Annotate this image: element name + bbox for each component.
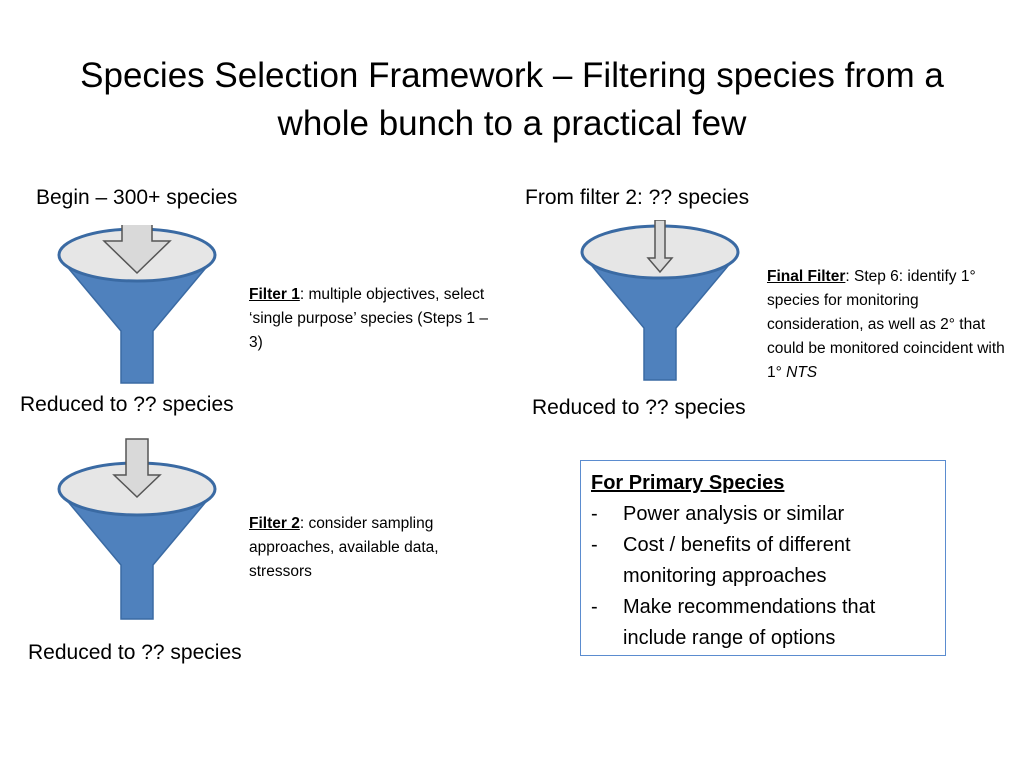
bullet-dash: - bbox=[591, 503, 598, 525]
final-filter-text: : Step 6: identify 1° species for monito… bbox=[767, 268, 1005, 381]
funnel-3-icon bbox=[580, 220, 740, 381]
primary-species-heading: For Primary Species bbox=[591, 472, 785, 494]
funnel-3-top-label: From filter 2: ?? species bbox=[525, 186, 750, 209]
filter-2-text: : consider sampling approaches, availabl… bbox=[249, 515, 439, 580]
final-filter-name: Final Filter bbox=[767, 268, 846, 285]
funnel-2-bottom-label: Reduced to ?? species bbox=[28, 641, 242, 664]
funnel-1-bottom-label: Reduced to ?? species bbox=[20, 393, 234, 416]
final-filter-note: Final Filter: Step 6: identify 1° specie… bbox=[767, 265, 1017, 385]
funnel-2-icon bbox=[57, 438, 217, 620]
down-arrow-icon bbox=[646, 220, 674, 274]
filter-1-name: Filter 1 bbox=[249, 286, 300, 303]
list-item: -Make recommendations that include range… bbox=[591, 592, 935, 654]
funnel-3-bottom-label: Reduced to ?? species bbox=[532, 396, 746, 419]
down-arrow-icon bbox=[112, 438, 162, 499]
funnel-1-icon bbox=[57, 225, 217, 384]
slide-title: Species Selection Framework – Filtering … bbox=[40, 52, 984, 148]
filter-2-name: Filter 2 bbox=[249, 515, 300, 532]
final-filter-nts: NTS bbox=[786, 364, 818, 381]
primary-species-box: For Primary Species -Power analysis or s… bbox=[580, 460, 946, 656]
bullet-dash: - bbox=[591, 534, 598, 556]
down-arrow-icon bbox=[102, 225, 172, 275]
funnel-1-top-label: Begin – 300+ species bbox=[36, 186, 238, 209]
filter-2-note: Filter 2: consider sampling approaches, … bbox=[249, 512, 499, 584]
list-item: -Power analysis or similar bbox=[591, 499, 935, 530]
bullet-dash: - bbox=[591, 596, 598, 618]
title-line-2: whole bunch to a practical few bbox=[277, 104, 747, 143]
list-item: -Cost / benefits of different monitoring… bbox=[591, 530, 935, 592]
filter-1-note: Filter 1: multiple objectives, select ‘s… bbox=[249, 283, 499, 355]
title-line-1: Species Selection Framework – Filtering … bbox=[80, 56, 944, 95]
filter-1-text: : multiple objectives, select ‘single pu… bbox=[249, 286, 488, 351]
primary-species-list: -Power analysis or similar -Cost / benef… bbox=[591, 499, 935, 654]
